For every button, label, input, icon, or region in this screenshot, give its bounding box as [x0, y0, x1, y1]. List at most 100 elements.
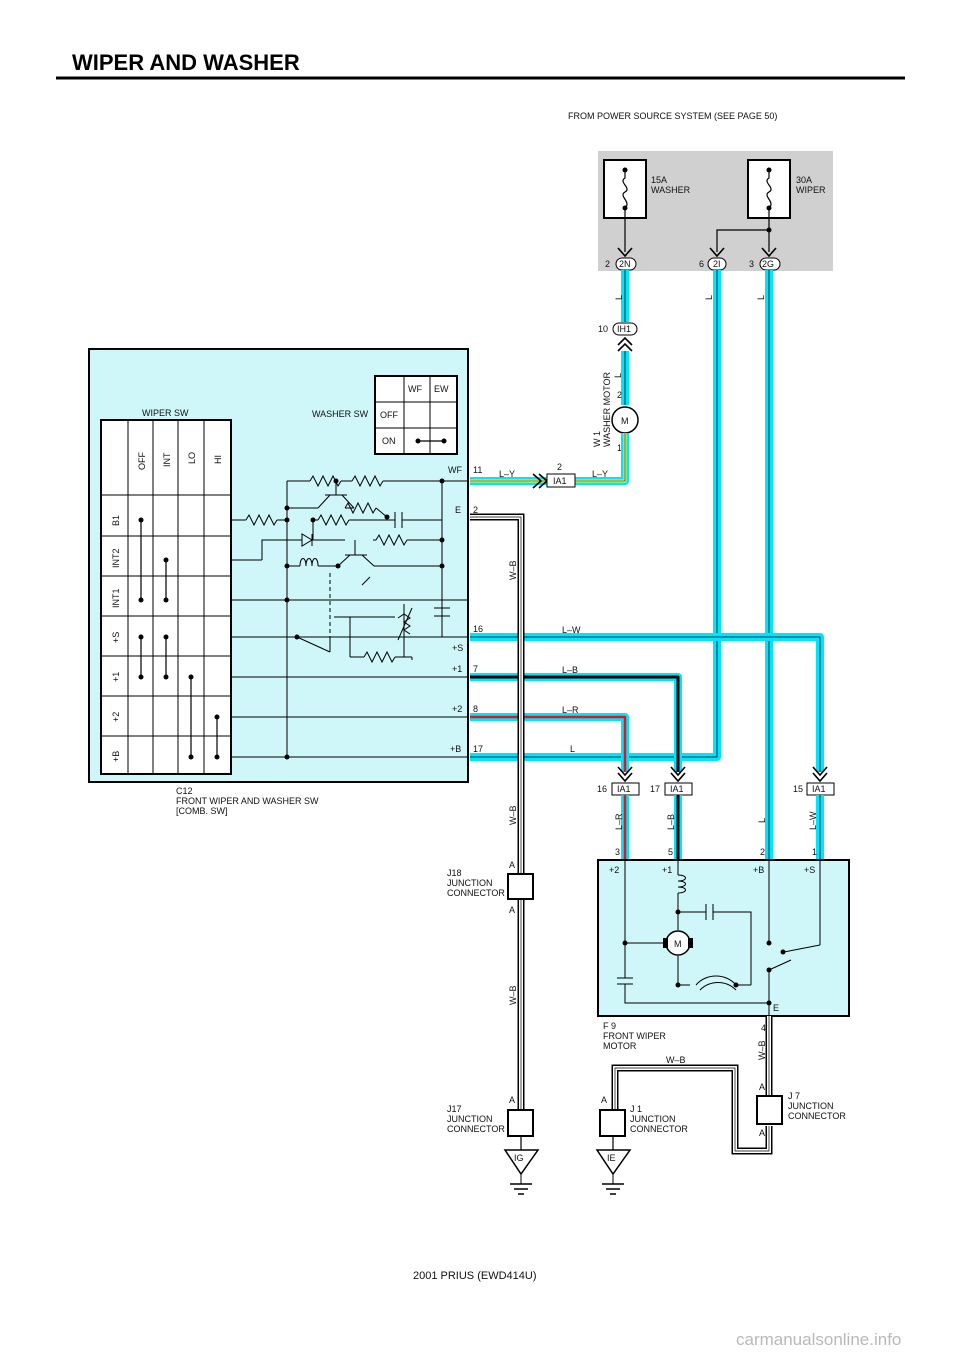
connector-chevrons-top: [617, 247, 777, 258]
connector-ia1-17-pin: 17: [650, 784, 660, 794]
motor-brush-right: [688, 938, 693, 948]
junction-j18: [507, 873, 534, 900]
j17-l1: JUNCTION: [447, 1114, 493, 1124]
washer-motor-pin-top: 2: [617, 390, 622, 400]
wire-label-lr-2: L–R: [614, 813, 624, 830]
connector-ia1-17-label: IA1: [670, 784, 684, 794]
wiper-motor-box: [597, 859, 850, 1017]
wiper-motor-term-s: +S: [804, 865, 815, 875]
washer-sw-label: WASHER SW: [312, 409, 369, 419]
wiper-motor-pin-5: 5: [668, 847, 673, 857]
ground-ig-label: IG: [514, 1153, 524, 1163]
switch-nodes: [284, 478, 445, 760]
wire-label-ly-2: L–Y: [592, 469, 608, 479]
junction-j17: [507, 1109, 534, 1137]
wiper-col-off: OFF: [137, 452, 147, 470]
wiper-motor-pin-2: 2: [760, 847, 765, 857]
wire-label-l-5: L: [757, 818, 767, 823]
wire-label-l-2: L: [704, 295, 714, 300]
footer-model: 2001 PRIUS (EWD414U): [413, 1270, 537, 1282]
washer-col-ew: EW: [434, 384, 449, 394]
connector-ia1-16-label: IA1: [617, 784, 631, 794]
wiper-motor-name: FRONT WIPER: [603, 1031, 666, 1041]
washer-motor-name: WASHER MOTOR: [602, 371, 612, 447]
washer-sw-table: [374, 375, 458, 455]
watermark: carmanualsonline.info: [736, 1330, 901, 1349]
wire-label-l-4: L: [613, 373, 623, 378]
connector-ia1-16-pin: 16: [597, 784, 607, 794]
j18-l2: CONNECTOR: [447, 888, 505, 898]
wiper-motor-pin-3: 3: [615, 847, 620, 857]
wiper-row-1: +1: [111, 672, 121, 682]
wiper-row-int1: INT1: [111, 588, 121, 608]
wire-label-lw-2: L–W: [808, 811, 818, 830]
j17-pin-a: A: [509, 1095, 515, 1105]
wiper-sw-table: [100, 419, 232, 775]
washer-row-off: OFF: [380, 410, 398, 420]
connector-ia1-top-label: IA1: [553, 476, 567, 486]
ground-ig: [503, 1136, 540, 1195]
wiper-motor-m: M: [674, 939, 682, 949]
wiper-col-lo: LO: [187, 452, 197, 464]
wiper-motor-term-2: +2: [609, 865, 619, 875]
wire-label-l-b: L: [570, 744, 575, 754]
connector-ih1-chevrons: [617, 336, 633, 352]
wire-label-wb-2: W–B: [508, 805, 518, 825]
wiper-motor-internal: [617, 860, 821, 1016]
sw-pin-2: 2: [473, 505, 478, 515]
j7-id: J 7: [788, 1091, 800, 1101]
wire-lw: [470, 633, 824, 772]
sw-pin-8: 8: [473, 704, 478, 714]
fuse-wiper-name: WIPER: [796, 185, 826, 195]
sw-term-1: +1: [452, 664, 462, 674]
wire-label-l-1: L: [614, 295, 624, 300]
wiper-motor-term-1: +1: [662, 865, 672, 875]
wire-ly: [470, 433, 629, 485]
switch-id: C12: [176, 786, 193, 796]
wiper-motor-name-2: MOTOR: [603, 1041, 637, 1051]
wire-label-ly-1: L–Y: [499, 469, 515, 479]
wire-lb: [470, 673, 682, 772]
sw-pin-11: 11: [473, 465, 482, 475]
j7-l2: CONNECTOR: [788, 1111, 846, 1121]
wire-label-lb: L–B: [562, 665, 578, 675]
sw-pin-16: 16: [473, 624, 483, 634]
wiper-motor-id: F 9: [603, 1021, 616, 1031]
wire-label-wb-5: W–B: [666, 1055, 686, 1065]
sw-pin-7: 7: [473, 664, 478, 674]
connector-2n-label: 2N: [619, 259, 631, 269]
wiper-row-int2: INT2: [111, 548, 121, 568]
j18-l1: JUNCTION: [447, 878, 493, 888]
j7-l1: JUNCTION: [788, 1101, 834, 1111]
fuse-washer-name: WASHER: [651, 185, 691, 195]
wiper-col-hi: HI: [213, 455, 223, 464]
connector-ih1: [612, 322, 638, 336]
j1-l1: JUNCTION: [630, 1114, 676, 1124]
connector-ia1-top: [546, 473, 576, 488]
sw-term-wf: WF: [448, 465, 462, 475]
junction-j7: [756, 1095, 783, 1125]
ia1-bottom-chevrons: [617, 766, 828, 783]
wire-label-wb-3: W–B: [508, 985, 518, 1005]
wire-wb-main: [470, 513, 525, 1115]
wire-label-lr: L–R: [562, 705, 579, 715]
switch-name-2: [COMB. SW]: [176, 806, 228, 816]
j1-l2: CONNECTOR: [630, 1124, 688, 1134]
wiper-motor-term-e: E: [773, 1003, 779, 1013]
connector-2i-label: 2I: [713, 259, 721, 269]
ground-ie-label: IE: [607, 1153, 616, 1163]
junction-j1: [599, 1109, 626, 1137]
wiper-row-b1: B1: [111, 515, 121, 526]
wiper-row-2: +2: [111, 712, 121, 722]
sw-term-e: E: [455, 505, 461, 515]
wiper-row-b: +B: [111, 751, 121, 762]
wiper-sw-label: WIPER SW: [142, 408, 189, 418]
wire-lr: [470, 713, 629, 772]
connector-ia1-15-label: IA1: [812, 784, 826, 794]
power-source-label: FROM POWER SOURCE SYSTEM (SEE PAGE 50): [568, 111, 777, 121]
wire-label-wb-1: W–B: [508, 560, 518, 580]
connector-ia1-15-pin: 15: [793, 784, 803, 794]
washer-col-wf: WF: [408, 384, 422, 394]
wire-label-lb-2: L–B: [666, 814, 676, 830]
